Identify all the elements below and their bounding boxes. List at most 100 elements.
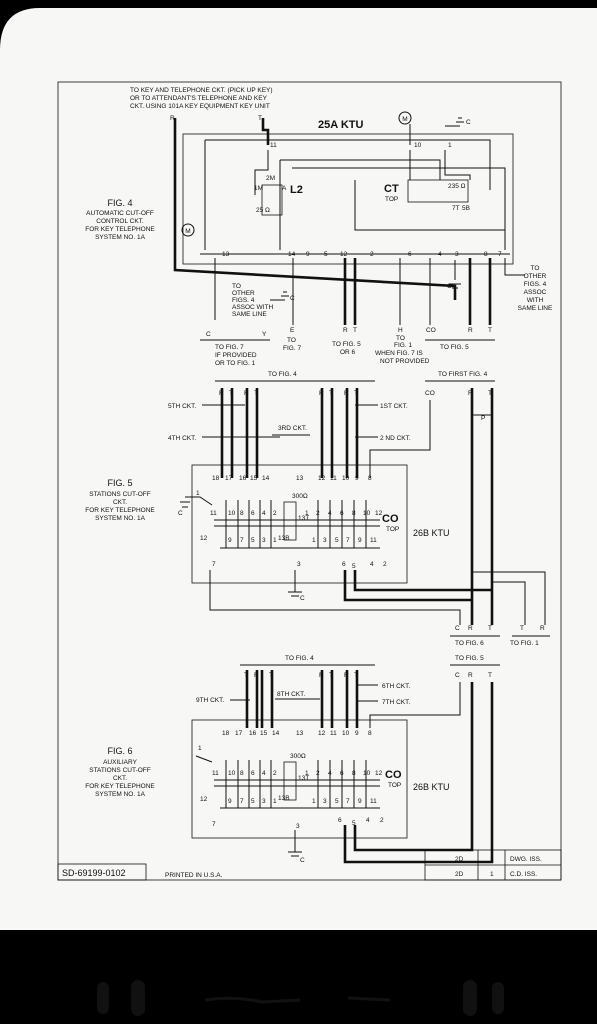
fig4-caption-1: AUTOMATIC CUT-OFF xyxy=(86,210,154,217)
fig4-top-note-3: CKT. USING 101A KEY EQUIPMENT KEY UNIT xyxy=(130,103,270,110)
fig6-to-fig5: TO FIG. 5 xyxy=(455,655,484,662)
fig5-pin-top: 10 xyxy=(342,475,350,482)
fig4-pin-1: 1 xyxy=(448,142,452,149)
fig4-pin-8: 8 xyxy=(484,251,488,258)
fig5-pin-mid: 12 xyxy=(375,510,383,517)
fig4-to-fig1-2: FIG. 1 xyxy=(394,342,412,349)
fig4-pin-11: 11 xyxy=(270,142,277,149)
fig4-top-note-2: OR TO ATTENDANT'S TELEPHONE AND KEY xyxy=(130,95,268,102)
fig5-ckt-3rd: 3RD CKT. xyxy=(278,425,307,432)
fig6-section: TO FIG. 4 TO FIG. 5 FIG. 6 AUXILIARY STA… xyxy=(85,655,500,864)
fig6-pin-5: 5 xyxy=(352,820,356,827)
l2-relay-2m: 2M xyxy=(266,175,275,182)
fig6-pin-low: 7 xyxy=(346,798,350,805)
fig5-ground-icon xyxy=(288,570,302,597)
fig6-lead-r4: R xyxy=(344,672,349,679)
fig5-pin-7: 7 xyxy=(212,561,216,568)
fig6-ckt-6th: 6TH CKT. xyxy=(382,683,410,690)
fig6-res-300: 300Ω xyxy=(290,753,306,760)
fig5-cable-right xyxy=(320,388,359,478)
ct-relay-7t: 7T xyxy=(452,205,460,212)
fig5-pin-1-left: 1 xyxy=(196,490,200,497)
fig4-caption-3: FOR KEY TELEPHONE xyxy=(85,226,155,233)
fig4-cap-c: C xyxy=(447,283,452,290)
fig5-relay-13b: 13B xyxy=(278,535,290,542)
fig4-pin-13: 13 xyxy=(222,251,230,258)
fig5-pin-2: 2 xyxy=(383,561,387,568)
fig4-lead-right xyxy=(504,258,525,276)
fig6-pin-top: 18 xyxy=(222,730,230,737)
fig5-title: FIG. 5 xyxy=(107,478,132,488)
fig5-pin-mid: 11 xyxy=(210,510,217,517)
l2-relay-coil xyxy=(261,184,283,216)
fig5-caption-2: CKT. xyxy=(113,499,127,506)
issue-row1-iss: 2D xyxy=(455,856,464,863)
fig6-co-label: CO xyxy=(385,769,402,781)
fig6-caption-1: AUXILIARY xyxy=(103,759,138,766)
fig4-lead-co: CO xyxy=(426,327,436,334)
fig6-pin-mid: 10 xyxy=(363,770,371,777)
fig6-pin-top: 13 xyxy=(296,730,304,737)
issue-row1-count: 1 xyxy=(490,856,494,863)
fig6-pin-low: 7 xyxy=(240,798,244,805)
fig5-pin-mid: 10 xyxy=(363,510,371,517)
fig5-pin-5: 5 xyxy=(352,563,356,570)
fig6-relay-coil xyxy=(283,761,297,801)
fig5-to-fig1: TO FIG. 1 xyxy=(510,640,539,647)
drawing-number-box xyxy=(57,863,147,881)
fig6-caption-5: SYSTEM NO. 1A xyxy=(95,791,146,798)
fig4-to-fig1-1: TO xyxy=(396,335,405,342)
fig4-internal-wire-1 xyxy=(204,139,491,250)
fig5-ckt-4th: 4TH CKT. xyxy=(168,435,196,442)
ct-relay-coil xyxy=(407,179,469,203)
fig4-lead-e: E xyxy=(290,327,295,334)
fig6-lead-t3: T xyxy=(329,672,333,679)
fig5-pin-3: 3 xyxy=(297,561,301,568)
ct-res-235: 235 Ω xyxy=(448,183,466,190)
fig5-pin-top: 8 xyxy=(368,475,372,482)
l2-relay-a: A xyxy=(282,185,287,192)
fig5-lead-t1: T xyxy=(229,390,233,397)
fig6-pin-top: 8 xyxy=(368,730,372,737)
fig5-relay-coil xyxy=(283,501,297,541)
fig4-lead-t-bottom: T xyxy=(353,327,357,334)
fig5-pin-low: 7 xyxy=(240,537,244,544)
fig6-pin-12: 12 xyxy=(200,796,208,803)
fig5-pin-top: 15 xyxy=(250,475,258,482)
fig4-section: TO KEY AND TELEPHONE CKT. (PICK UP KEY) … xyxy=(85,87,553,367)
fig6-pin-mid: 6 xyxy=(251,770,255,777)
fig5-cable-left xyxy=(220,388,259,478)
fig5-pin-top: 11 xyxy=(330,475,337,482)
fig4-title: FIG. 4 xyxy=(107,198,132,208)
fig6-ktu-box xyxy=(191,719,408,839)
fig4-pin-12: 12 xyxy=(340,251,348,258)
fig5-to-fig6: TO FIG. 6 xyxy=(455,640,484,647)
fig4-pin-7: 7 xyxy=(498,251,502,258)
fig6-lead-c: C xyxy=(455,672,460,679)
fig5-pin-low: 5 xyxy=(251,537,255,544)
fig5-ckt-1st: 1ST CKT. xyxy=(380,403,408,410)
fig4-other-right-2: OTHER xyxy=(524,273,547,280)
fig6-lead-r1: R xyxy=(254,672,259,679)
fig5-lead-t6: T xyxy=(488,625,492,632)
scan-mark xyxy=(463,980,477,1016)
fig4-lead-r-bottom: R xyxy=(343,327,348,334)
fig4-to-fig56-1: TO FIG. 5 xyxy=(332,341,361,348)
fig5-pin-12: 12 xyxy=(200,535,208,542)
fig6-pin-top: 14 xyxy=(272,730,280,737)
fig5-pin-top: 17 xyxy=(225,475,233,482)
fig5-lead-t7: T xyxy=(520,625,524,632)
fig5-pin-mid: 1 xyxy=(305,510,309,517)
fig6-pin-top: 9 xyxy=(355,730,359,737)
fig5-pin-low: 3 xyxy=(323,537,327,544)
m-symbol-label: M xyxy=(402,116,407,123)
fig4-internal-wire-3 xyxy=(279,159,441,250)
fig4-unit-label: 25A KTU xyxy=(318,119,363,131)
fig4-pin-9: 9 xyxy=(306,251,310,258)
fig4-caption-4: SYSTEM NO. 1A xyxy=(95,234,146,241)
drawing-number: SD-69199-0102 xyxy=(62,868,126,878)
issue-table-grid xyxy=(425,850,561,880)
fig4-ground-left-c: C xyxy=(290,295,295,302)
fig6-pin-2: 2 xyxy=(380,817,384,824)
m-symbol-icon xyxy=(398,111,412,125)
